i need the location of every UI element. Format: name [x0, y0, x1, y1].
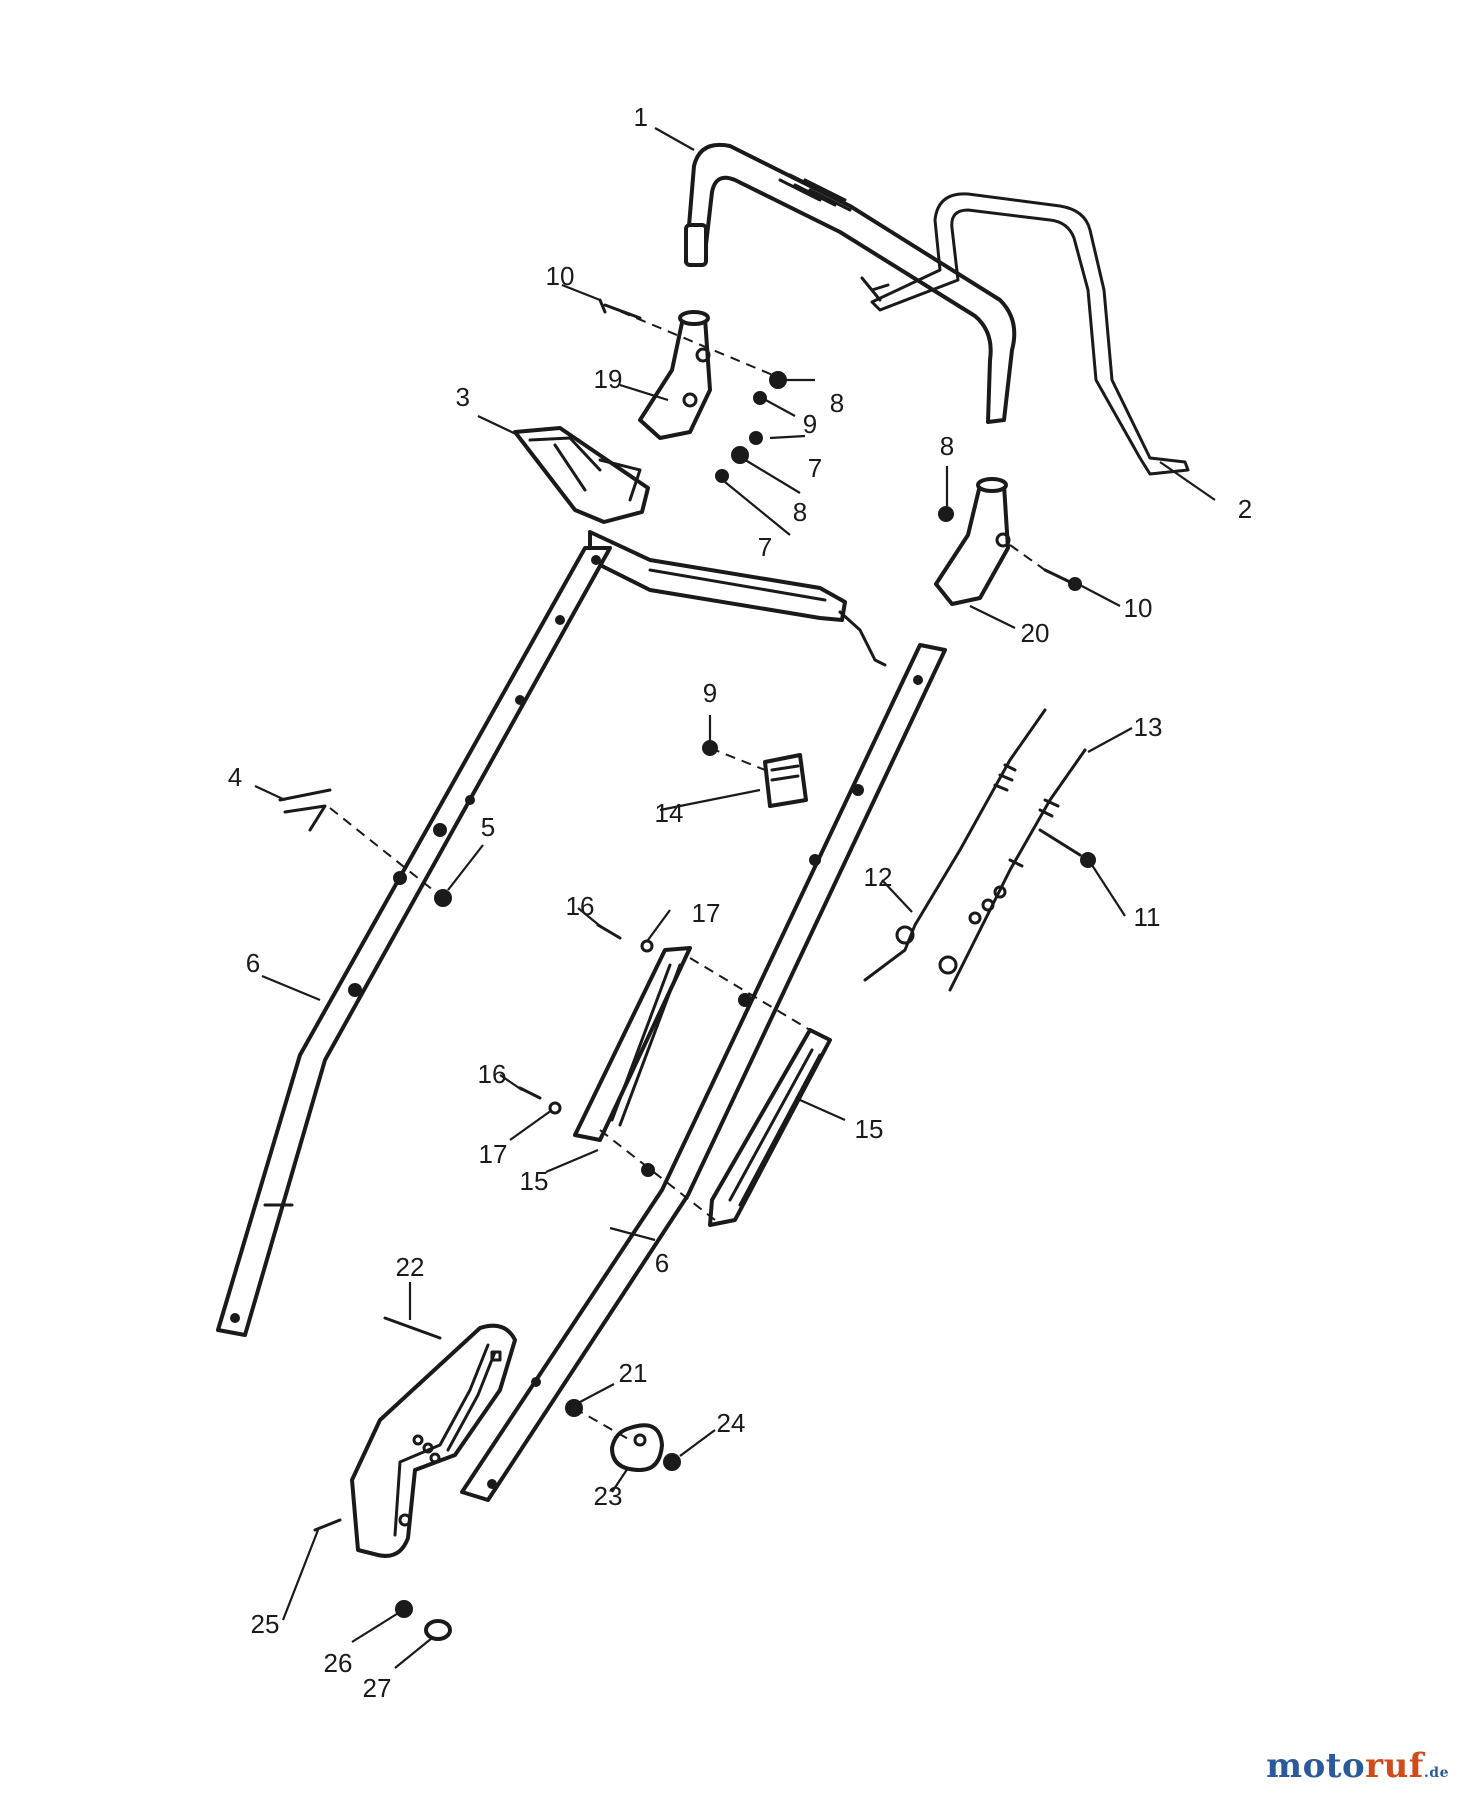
- callout-26: 26: [324, 1648, 353, 1678]
- callout-22: 22: [396, 1252, 425, 1282]
- callout-19: 19: [594, 364, 623, 394]
- washer-part-9a: [753, 391, 767, 405]
- nut-part-24: [663, 1453, 681, 1471]
- washers-part-11: [968, 885, 1007, 925]
- cable-clamp: [763, 753, 808, 808]
- callout-25: 25: [251, 1609, 280, 1639]
- cable-clip: [278, 788, 332, 832]
- handle-tube-right: [460, 643, 947, 1502]
- washer-part-17b: [548, 1101, 562, 1115]
- callout-13: 13: [1134, 712, 1163, 742]
- callout-21: 21: [619, 1358, 648, 1388]
- callout-15a: 15: [855, 1114, 884, 1144]
- callout-4: 4: [228, 762, 242, 792]
- callout-16b: 16: [478, 1059, 507, 1089]
- bail-lever: [870, 192, 1190, 476]
- cable-part-13: [938, 748, 1087, 992]
- spacer-part-27: [424, 1619, 452, 1641]
- callout-8c: 8: [940, 431, 954, 461]
- callout-20: 20: [1021, 618, 1050, 648]
- handle-bracket-left: [638, 310, 712, 440]
- screw-part-16b: [518, 1086, 542, 1100]
- bolt-part-22: [383, 1316, 442, 1340]
- callout-17b: 17: [479, 1139, 508, 1169]
- nut-part-26: [395, 1600, 413, 1618]
- cam-plate-part-23: [610, 1423, 664, 1472]
- callout-14: 14: [655, 798, 684, 828]
- watermark-part-1: moto: [1266, 1746, 1366, 1786]
- screw-part-7b: [715, 469, 729, 483]
- callout-7a: 7: [808, 453, 822, 483]
- callout-6a: 6: [246, 948, 260, 978]
- screw-part-7a: [749, 431, 763, 445]
- cable-holder-right: [708, 1028, 832, 1227]
- callout-8a: 8: [830, 388, 844, 418]
- callout-3: 3: [456, 382, 470, 412]
- handle-tube-left: [216, 546, 612, 1337]
- callout-17a: 17: [692, 898, 721, 928]
- callout-15b: 15: [520, 1166, 549, 1196]
- callout-24: 24: [717, 1408, 746, 1438]
- callout-5: 5: [481, 812, 495, 842]
- callout-7b: 7: [758, 532, 772, 562]
- callout-9b: 9: [703, 678, 717, 708]
- callout-11: 11: [1134, 902, 1161, 932]
- callout-6b: 6: [655, 1248, 669, 1278]
- callout-2: 2: [1238, 494, 1252, 524]
- height-adjust-bracket: [350, 1323, 517, 1558]
- cable-part-12: [863, 708, 1047, 982]
- watermark-part-3: .de: [1423, 1765, 1449, 1781]
- screw-part-16a: [596, 923, 622, 940]
- bolt-part-10-right: [1043, 568, 1082, 591]
- watermark-part-2: ruf: [1365, 1746, 1424, 1786]
- callout-16a: 16: [566, 891, 595, 921]
- bolt-part-10-left: [598, 298, 642, 320]
- callout-12: 12: [864, 862, 893, 892]
- callout-27: 27: [363, 1673, 392, 1703]
- washer-part-17a: [640, 939, 654, 953]
- callout-1: 1: [634, 102, 648, 132]
- alignment-lines: [329, 304, 1046, 1441]
- bolt-part-11: [1038, 828, 1096, 868]
- leader-lines: [254, 127, 1216, 1669]
- callout-labels: 1 2 3 4 5 6 6 7 7 8 8 8 9 9 10 10 11 12 …: [228, 102, 1252, 1703]
- cable-holder-left: [573, 946, 692, 1142]
- handle-bracket-right: [934, 477, 1011, 606]
- callout-10a: 10: [546, 261, 575, 291]
- bolt-part-25: [313, 1518, 342, 1532]
- brand-watermark: motoruf.de: [1266, 1746, 1449, 1786]
- callout-10b: 10: [1124, 593, 1153, 623]
- nut-part-8c: [938, 506, 954, 522]
- callout-8b: 8: [793, 497, 807, 527]
- upper-handle-bar: [684, 143, 1017, 424]
- callout-23: 23: [594, 1481, 623, 1511]
- cable-guide-assembly: [513, 426, 887, 667]
- callout-9a: 9: [803, 409, 817, 439]
